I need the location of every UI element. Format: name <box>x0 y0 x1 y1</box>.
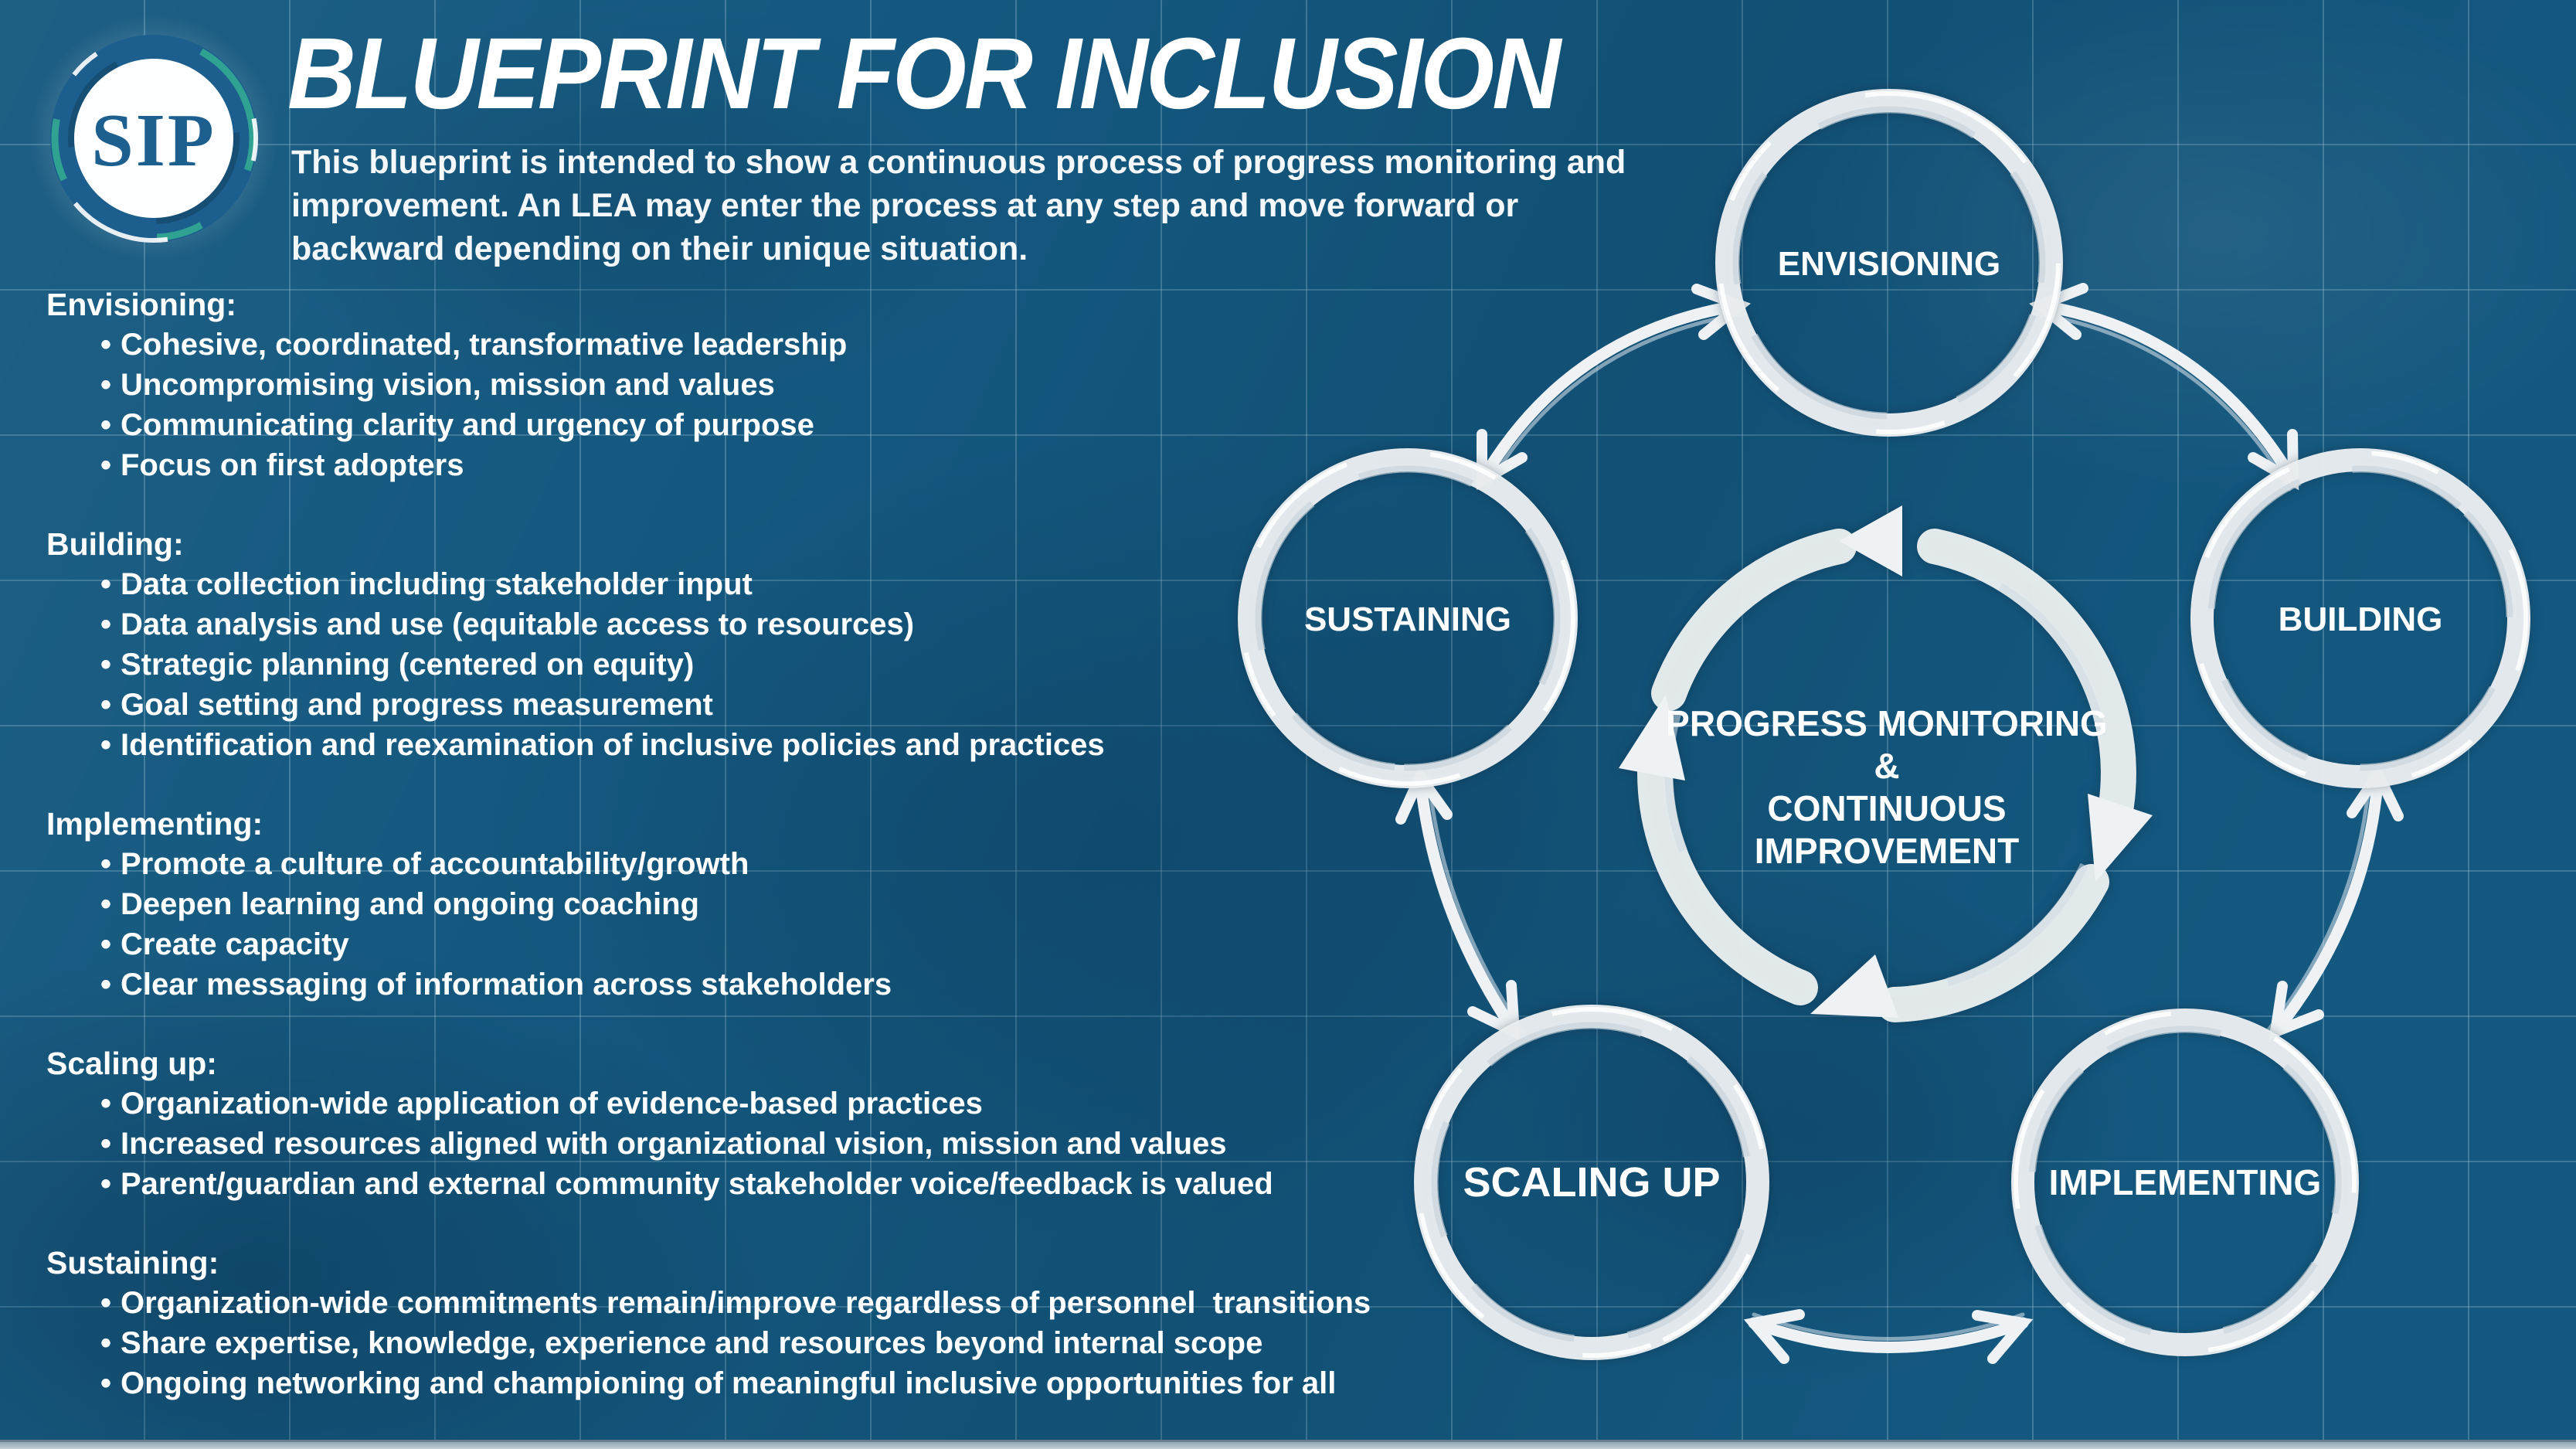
section-sustaining: Sustaining: Organization-wide commitment… <box>46 1243 1483 1403</box>
bullet-item: Parent/guardian and external community s… <box>46 1164 1483 1204</box>
section-heading: Scaling up: <box>46 1046 217 1081</box>
bullet-item: Deepen learning and ongoing coaching <box>46 884 1483 924</box>
envisioning-circle <box>1715 89 2063 437</box>
connector-scaling-up-sustaining <box>1395 766 1525 1041</box>
logo-ring <box>50 35 257 242</box>
section-envisioning: Envisioning: Cohesive, coordinated, tran… <box>46 284 1483 485</box>
bullet-list: Organization-wide application of evidenc… <box>46 1083 1483 1204</box>
intro-line: This blueprint is intended to show a con… <box>291 144 1626 181</box>
process-cycle-diagram: ENVISIONING SUSTAINING BUILDING SCALING … <box>1205 0 2576 1449</box>
logo-inner-disc <box>74 59 233 218</box>
center-label-line: IMPROVEMENT <box>1755 831 2019 871</box>
section-heading: Implementing: <box>46 806 263 842</box>
bullet-list: Data collection including stakeholder in… <box>46 564 1483 765</box>
center-label-line: PROGRESS MONITORING <box>1666 703 2108 743</box>
bullet-item: Data analysis and use (equitable access … <box>46 604 1483 645</box>
section-heading: Envisioning: <box>46 287 236 322</box>
bullet-item: Identification and reexamination of incl… <box>46 725 1483 765</box>
center-label: PROGRESS MONITORING & CONTINUOUS IMPROVE… <box>1666 703 2108 871</box>
cycle-arrowhead-icon <box>2088 794 2153 882</box>
sip-logo: SIP <box>28 11 283 266</box>
bullet-item: Data collection including stakeholder in… <box>46 564 1483 604</box>
connector-envisioning-sustaining <box>1476 284 1751 492</box>
building-circle <box>2190 448 2530 788</box>
section-heading: Sustaining: <box>46 1245 219 1281</box>
bullet-item: Uncompromising vision, mission and value… <box>46 365 1483 405</box>
section-heading: Building: <box>46 526 184 562</box>
sustaining-circle <box>1238 448 1578 788</box>
bullet-item: Organization-wide commitments remain/imp… <box>46 1283 1483 1323</box>
bullet-item: Focus on first adopters <box>46 445 1483 485</box>
sip-logo-graphic: SIP <box>30 15 277 262</box>
phase-descriptions: Envisioning: Cohesive, coordinated, tran… <box>46 284 1483 1403</box>
bullet-item: Share expertise, knowledge, experience a… <box>46 1323 1483 1363</box>
bullet-item: Ongoing networking and championing of me… <box>46 1363 1483 1403</box>
bullet-item: Goal setting and progress measurement <box>46 685 1483 725</box>
cycle-arrowhead-icon <box>1810 954 1898 1018</box>
section-scaling-up: Scaling up: Organization-wide applicatio… <box>46 1043 1483 1204</box>
page-title: BLUEPRINT FOR INCLUSION <box>287 16 1561 130</box>
arrowhead-icon <box>1972 1310 2034 1364</box>
bullet-item: Increased resources aligned with organiz… <box>46 1124 1483 1164</box>
arrowhead-icon <box>2268 981 2324 1040</box>
bullet-item: Organization-wide application of evidenc… <box>46 1083 1483 1124</box>
node-label-sustaining: SUSTAINING <box>1304 600 1511 638</box>
bullet-item: Create capacity <box>46 924 1483 964</box>
bullet-list: Promote a culture of accountability/grow… <box>46 844 1483 1005</box>
node-label-envisioning: ENVISIONING <box>1778 245 2001 283</box>
scaling-up-circle <box>1414 1005 1769 1360</box>
arrowhead-icon <box>1743 1309 1805 1364</box>
bullet-item: Promote a culture of accountability/grow… <box>46 844 1483 884</box>
sip-logo-text: SIP <box>91 99 216 182</box>
section-building: Building: Data collection including stak… <box>46 524 1483 765</box>
node-label-scaling-up: SCALING UP <box>1463 1159 1720 1206</box>
node-label-building: BUILDING <box>2279 600 2443 638</box>
bullet-list: Cohesive, coordinated, transformative le… <box>46 325 1483 485</box>
bottom-edge-bar <box>0 1440 2576 1449</box>
intro-line: backward depending on their unique situa… <box>291 230 1028 267</box>
connector-building-implementing <box>2265 764 2404 1040</box>
connector-implementing-scaling-up <box>1743 1309 2034 1364</box>
section-implementing: Implementing: Promote a culture of accou… <box>46 804 1483 1005</box>
node-label-implementing: IMPLEMENTING <box>2049 1162 2322 1202</box>
cycle-arrowhead-icon <box>1839 505 1902 577</box>
implementing-circle <box>2011 1009 2359 1356</box>
intro-line: improvement. An LEA may enter the proces… <box>291 187 1519 224</box>
bullet-item: Clear messaging of information across st… <box>46 964 1483 1005</box>
bullet-item: Communicating clarity and urgency of pur… <box>46 405 1483 445</box>
cycle-arrowhead-icon <box>1619 695 1685 781</box>
logo-ring-dark-accent <box>68 53 240 224</box>
bullet-list: Organization-wide commitments remain/imp… <box>46 1283 1483 1403</box>
intro-description: This blueprint is intended to show a con… <box>291 141 1626 270</box>
center-label-line: & <box>1874 746 1899 786</box>
connector-envisioning-building <box>2029 283 2299 492</box>
logo-ring-white-accent <box>49 34 258 243</box>
bullet-item: Cohesive, coordinated, transformative le… <box>46 325 1483 365</box>
logo-ring-teal-accent <box>51 36 257 241</box>
bullet-item: Strategic planning (centered on equity) <box>46 645 1483 685</box>
center-label-line: CONTINUOUS <box>1767 788 2006 828</box>
